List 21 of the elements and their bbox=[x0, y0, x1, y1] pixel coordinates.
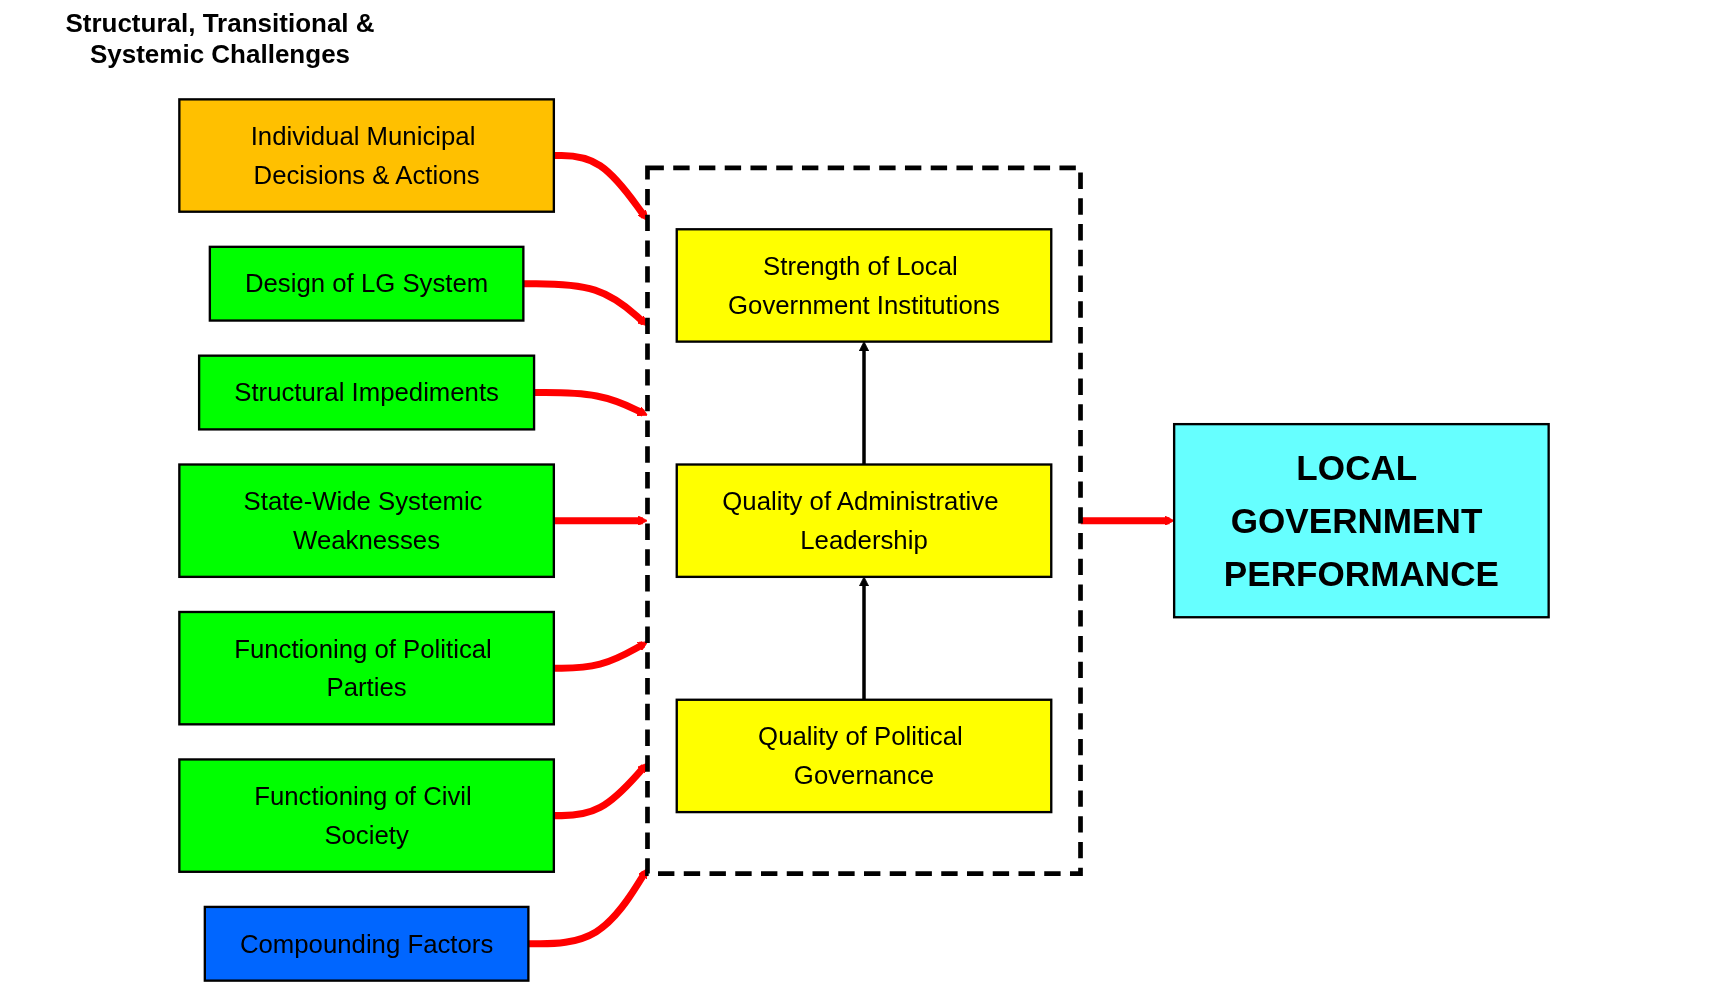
node-box: Quality of Political Governance bbox=[675, 698, 1053, 814]
node-box: Compounding Factors bbox=[203, 905, 530, 982]
node-box: Structural Impediments bbox=[197, 354, 536, 431]
arrow bbox=[858, 576, 870, 700]
arrow bbox=[553, 152, 648, 221]
node-box: Design of LG System bbox=[208, 245, 525, 322]
arrow bbox=[858, 341, 870, 465]
node-box: Strength of Local Government Institutions bbox=[675, 228, 1053, 343]
node-box: Functioning of Political Parties bbox=[178, 610, 556, 726]
heading-label: Structural, Transitional & Systemic Challenges bbox=[64, 8, 376, 70]
node-box: Functioning of Civil Society bbox=[178, 758, 556, 873]
node-box: Individual Municipal Decisions & Actions bbox=[178, 98, 556, 213]
node-box: LOCAL GOVERNMENT PERFORMANCE bbox=[1172, 422, 1550, 619]
arrow bbox=[523, 280, 648, 327]
arrow bbox=[553, 762, 648, 820]
node-box: Quality of Administrative Leadership bbox=[675, 463, 1053, 579]
arrow bbox=[534, 389, 648, 417]
cluster bbox=[645, 165, 1083, 876]
arrow bbox=[1080, 515, 1175, 526]
arrow bbox=[528, 868, 648, 948]
node-box: State-Wide Systemic Weaknesses bbox=[178, 463, 556, 579]
